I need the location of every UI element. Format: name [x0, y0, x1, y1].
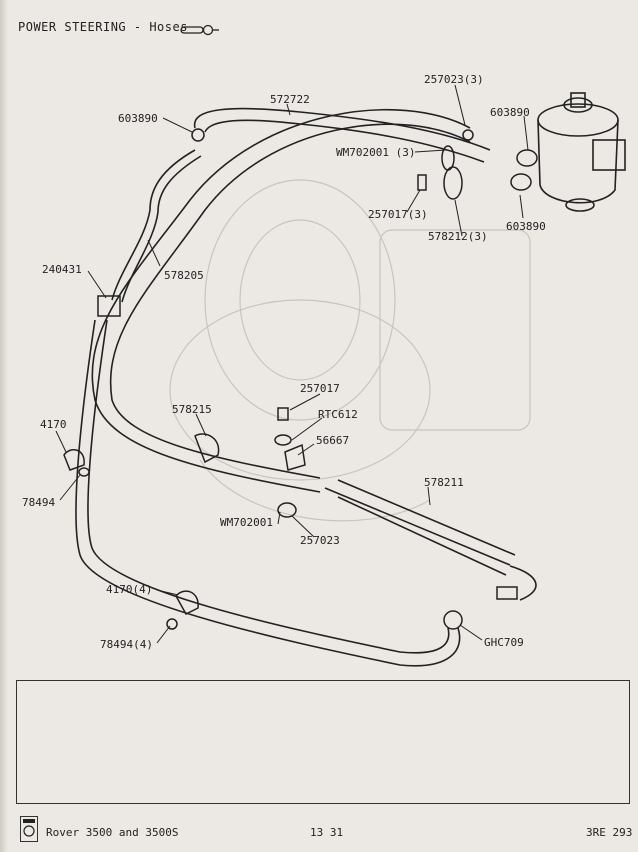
- footer-model: Rover 3500 and 3500S: [46, 826, 179, 839]
- page-edge: [0, 0, 8, 852]
- page-title: POWER STEERING - Hoses: [18, 20, 188, 34]
- rover-logo-icon: [20, 816, 38, 842]
- metal-pipe: [111, 149, 202, 303]
- label-578215: 578215: [172, 403, 212, 416]
- label-578212-3: 578212(3): [428, 230, 488, 243]
- label-257023-3: 257023(3): [424, 73, 484, 86]
- notes-box: [16, 680, 630, 804]
- label-578205: 578205: [164, 269, 204, 282]
- leader-lines: [55, 84, 529, 644]
- label-257017-3: 257017(3): [368, 208, 428, 221]
- label-ghc709: GHC709: [484, 636, 524, 649]
- hose-578205: [91, 108, 471, 493]
- return-hose: [75, 319, 461, 667]
- hose-connector-icon: [180, 24, 219, 36]
- label-257017: 257017: [300, 382, 340, 395]
- hose-578211: [324, 479, 537, 601]
- label-78494: 78494: [22, 496, 55, 509]
- footer-page-number: 13 31: [310, 826, 344, 839]
- label-rtc612: RTC612: [318, 408, 358, 421]
- label-603890-a: 603890: [118, 112, 158, 125]
- label-4170-4: 4170(4): [106, 583, 152, 596]
- label-78494-4: 78494(4): [100, 638, 153, 651]
- fittings: [63, 128, 538, 630]
- background-engine-ghost: [169, 179, 531, 522]
- label-56667: 56667: [316, 434, 349, 447]
- footer-code: 3RE 293: [586, 826, 633, 839]
- callout-labels: 572722 603890 257023(3) 603890 WM702001 …: [22, 73, 546, 651]
- hose-572722: [193, 107, 491, 163]
- label-603890-b: 603890: [490, 106, 530, 119]
- label-wm702001-3: WM702001 (3): [336, 146, 415, 159]
- steering-pump: [537, 92, 626, 212]
- label-572722: 572722: [270, 93, 310, 106]
- label-603890-c: 603890: [506, 220, 546, 233]
- label-wm702001: WM702001: [220, 516, 273, 529]
- label-4170: 4170: [40, 418, 67, 431]
- label-578211: 578211: [424, 476, 464, 489]
- label-257023: 257023: [300, 534, 340, 547]
- label-240431: 240431: [42, 263, 82, 276]
